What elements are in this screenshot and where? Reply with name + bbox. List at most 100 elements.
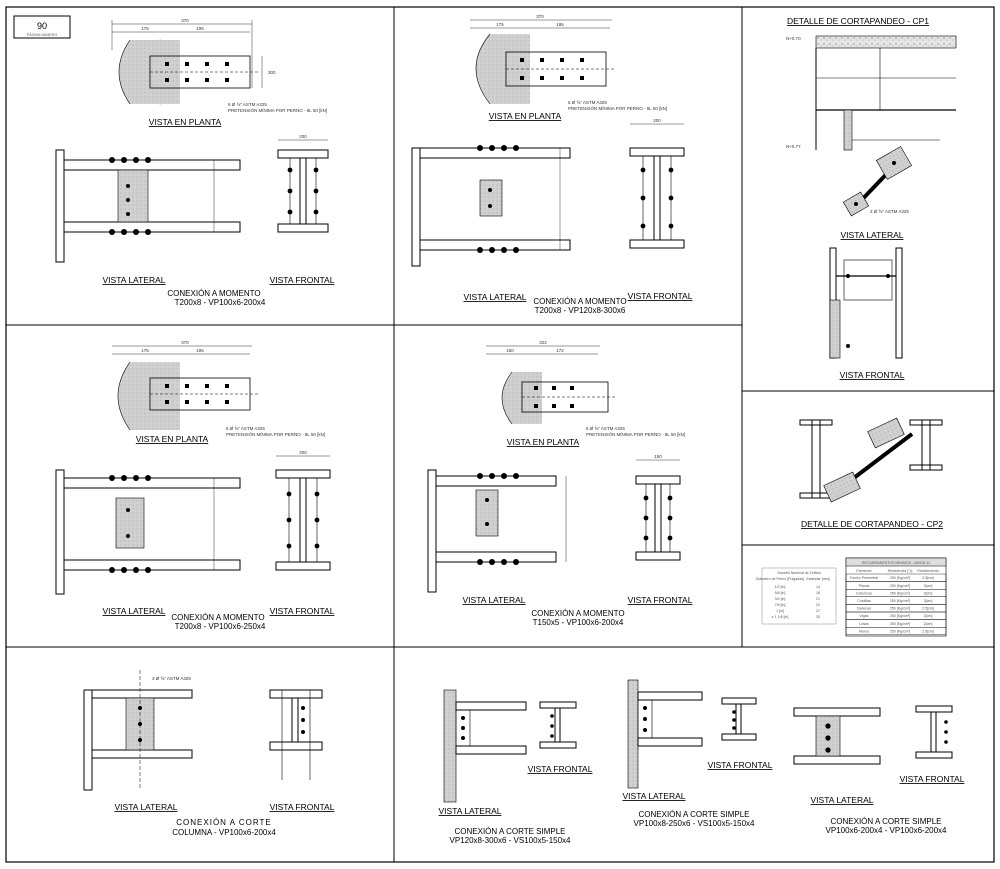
frontal-view-title: VISTA FRONTAL (628, 291, 693, 301)
svg-text:6 Ø ⅝" ASTM A325: 6 Ø ⅝" ASTM A325 (226, 426, 265, 431)
table-row: Fusión Perimetral 250 [Kg/cm²] 2.5[cm] (845, 573, 947, 582)
lateral-view-title: VISTA LATERAL (464, 292, 527, 302)
caption-line-2: COLUMNA - VP100x6-200x4 (172, 828, 276, 837)
lateral-view-title: VISTA LATERAL (115, 802, 178, 812)
svg-text:PRETENSIÓN MÍNIMA POR PERNO -: PRETENSIÓN MÍNIMA POR PERNO - 8L 50 [kN] (226, 431, 325, 437)
svg-text:VISTA FRONTAL: VISTA FRONTAL (708, 760, 773, 770)
caption-line-1: CONEXIÓN A MOMENTO (167, 289, 260, 298)
svg-text:250 [Kg/cm²]: 250 [Kg/cm²] (890, 614, 910, 618)
table-row: 5/8 [in] 18 (775, 591, 820, 595)
svg-text:195: 195 (196, 26, 204, 31)
svg-text:Cadenas: Cadenas (857, 607, 872, 611)
svg-text:200: 200 (299, 134, 307, 139)
svg-text:Columnas: Columnas (856, 591, 872, 595)
svg-text:2[cm]: 2[cm] (924, 614, 933, 618)
svg-text:1/2 [in]: 1/2 [in] (775, 585, 786, 589)
svg-text:24: 24 (816, 603, 820, 607)
svg-text:175: 175 (141, 26, 149, 31)
frontal-view: 150 VISTA FRONTAL (628, 454, 693, 605)
svg-text:250 [Kg/cm²]: 250 [Kg/cm²] (890, 576, 910, 580)
lateral-view-title: VISTA LATERAL (103, 275, 166, 285)
panel-cp1-detail: DETALLE DE CORTAPANDEO - CP1 N+0.70 N+0.… (786, 16, 957, 380)
svg-text:6 Ø ⅝" ASTM A325: 6 Ø ⅝" ASTM A325 (586, 426, 625, 431)
table-row: 1 [in] 27 (776, 609, 820, 613)
svg-text:3/4 [in]: 3/4 [in] (775, 597, 786, 601)
svg-text:300: 300 (268, 70, 276, 75)
svg-text:14: 14 (816, 585, 820, 589)
svg-text:370: 370 (181, 18, 189, 23)
svg-text:2[cm]: 2[cm] (924, 622, 933, 626)
svg-text:VP120x8-300x6 - VS100x5-150x4: VP120x8-300x6 - VS100x5-150x4 (450, 836, 572, 845)
sheet-frame (5, 6, 995, 863)
svg-text:CONEXIÓN A CORTE SIMPLE: CONEXIÓN A CORTE SIMPLE (831, 817, 942, 826)
svg-text:≥ 1 1/8 [in]: ≥ 1 1/8 [in] (772, 615, 789, 619)
page-number-box: 90 PÁGINA NÚMERO (13, 15, 71, 39)
svg-text:3[cm]: 3[cm] (924, 584, 933, 588)
page-number: 90 (37, 21, 47, 31)
caption-line-2: T200x8 - VP100x6-250x4 (175, 622, 266, 631)
caption-line-2: T200x8 - VP120x8-300x6 (535, 306, 626, 315)
plan-view-title: VISTA EN PLANTA (489, 111, 562, 121)
simple-shear-item-2: VISTA LATERAL VISTA FRONTAL CONEXIÓN A C… (623, 679, 773, 828)
svg-text:Elemento: Elemento (856, 569, 871, 573)
svg-text:PRETENSIÓN MÍNIMA POR PERNO -: PRETENSIÓN MÍNIMA POR PERNO - 8L 50 [kN] (586, 431, 685, 437)
svg-text:7/8 [in]: 7/8 [in] (775, 603, 786, 607)
coating-table: RECUBRIMIENTOS MINIMOS - AD918-11 Elemen… (845, 557, 947, 637)
cp1-title: DETALLE DE CORTAPANDEO - CP1 (787, 16, 929, 26)
svg-text:6 Ø ⅝" ASTM A325: 6 Ø ⅝" ASTM A325 (228, 102, 267, 107)
plan-view: 370 175 195 300 6 Ø ⅝" ASTM A325 PRETENS… (111, 18, 327, 127)
svg-text:200: 200 (653, 118, 661, 123)
lateral-view-title: VISTA LATERAL (463, 595, 526, 605)
svg-text:250 [Kg/cm²]: 250 [Kg/cm²] (890, 629, 910, 633)
svg-text:N+0.70: N+0.70 (786, 36, 801, 41)
svg-text:3[cm]: 3[cm] (924, 591, 933, 595)
svg-text:195: 195 (196, 348, 204, 353)
svg-text:Muros: Muros (859, 629, 869, 633)
svg-text:150: 150 (654, 454, 662, 459)
svg-text:CONEXIÓN A CORTE SIMPLE: CONEXIÓN A CORTE SIMPLE (455, 827, 566, 836)
svg-text:200: 200 (299, 450, 307, 455)
svg-text:3 Ø ⅝" ASTM A325: 3 Ø ⅝" ASTM A325 (152, 676, 191, 681)
svg-text:6 Ø ⅝" ASTM A325: 6 Ø ⅝" ASTM A325 (568, 100, 607, 105)
svg-text:21: 21 (816, 597, 820, 601)
svg-text:2.5[cm]: 2.5[cm] (922, 629, 934, 633)
table-row: Muros 250 [Kg/cm²] 2.5[cm] (845, 627, 947, 636)
simple-shear-item-1: VISTA LATERAL VISTA FRONTAL CONEXIÓN A C… (439, 689, 593, 845)
svg-text:18: 18 (816, 591, 820, 595)
panel-4-moment-connection: 322 150 172 6 Ø ⅝" ASTM A325 PRETENSIÓN … (427, 340, 693, 627)
frontal-view-title: VISTA FRONTAL (270, 275, 335, 285)
frontal-view-title: VISTA FRONTAL (628, 595, 693, 605)
svg-text:Costillas: Costillas (857, 599, 871, 603)
svg-text:175: 175 (496, 22, 504, 27)
svg-text:2.5[cm]: 2.5[cm] (922, 576, 934, 580)
plan-view: 370 175 195 6 Ø ⅝" ASTM A325 PRETENSIÓN … (470, 14, 667, 121)
svg-text:30: 30 (816, 615, 820, 619)
lateral-view: VISTA LATERAL (55, 149, 241, 285)
svg-text:2.5[cm]: 2.5[cm] (922, 607, 934, 611)
svg-text:Placas: Placas (859, 584, 870, 588)
frontal-view: 200 VISTA FRONTAL (270, 134, 335, 285)
lateral-view: VISTA LATERAL (55, 469, 241, 616)
svg-text:150: 150 (506, 348, 514, 353)
table-row: 1/2 [in] 14 (775, 585, 820, 589)
svg-text:VP100x8-250x6 - VS100x5-150x4: VP100x8-250x6 - VS100x5-150x4 (634, 819, 756, 828)
svg-text:195: 195 (556, 22, 564, 27)
svg-text:250 [Kg/cm²]: 250 [Kg/cm²] (890, 599, 910, 603)
panel-6-simple-shear-connections: VISTA LATERAL VISTA FRONTAL CONEXIÓN A C… (439, 679, 965, 845)
plan-view: 370 175 195 6 Ø ⅝" ASTM A325 PRETENSIÓN … (112, 340, 325, 444)
svg-text:Fusión Perimetral: Fusión Perimetral (850, 576, 878, 580)
svg-text:5/8 [in]: 5/8 [in] (775, 591, 786, 595)
table-row: 3/4 [in] 21 (775, 597, 820, 601)
frontal-view-title: VISTA FRONTAL (270, 606, 335, 616)
svg-text:1 [in]: 1 [in] (776, 609, 784, 613)
panel-1-moment-connection: 370 175 195 300 6 Ø ⅝" ASTM A325 PRETENS… (55, 18, 335, 307)
svg-text:PRETENSIÓN MÍNIMA POR PERNO -: PRETENSIÓN MÍNIMA POR PERNO - 8L 50 [kN] (228, 107, 327, 113)
svg-text:VISTA LATERAL: VISTA LATERAL (439, 806, 502, 816)
lateral-view: 3 Ø ⅝" ASTM A325 VISTA LATERAL (83, 670, 193, 812)
panel-5-shear-connection: 3 Ø ⅝" ASTM A325 VISTA LATERAL VISTA FRO… (83, 670, 335, 837)
svg-text:27: 27 (816, 609, 820, 613)
svg-text:Resistimiento: Resistimiento (917, 569, 939, 573)
